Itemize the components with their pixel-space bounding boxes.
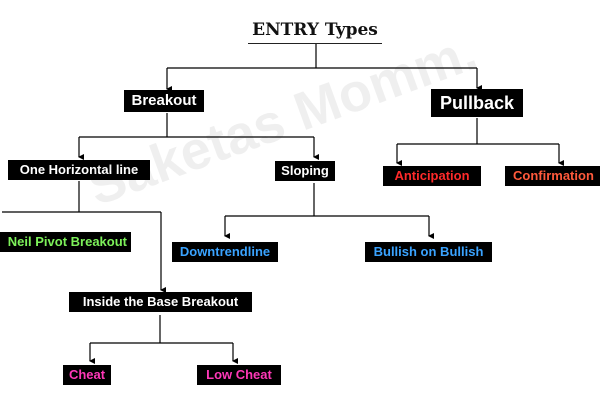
node-neil-pivot-breakout: Neil Pivot Breakout — [0, 232, 131, 252]
diagram-title: ENTRY Types — [246, 18, 384, 44]
node-cheat: Cheat — [63, 365, 111, 385]
node-confirmation: Confirmation — [505, 166, 600, 186]
node-pullback: Pullback — [431, 89, 523, 117]
node-sloping: Sloping — [275, 161, 335, 181]
node-low-cheat: Low Cheat — [197, 365, 281, 385]
node-inside-the-base-breakout: Inside the Base Breakout — [69, 292, 252, 312]
title-underline — [248, 43, 382, 44]
node-downtrendline: Downtrendline — [172, 242, 278, 262]
node-breakout: Breakout — [124, 90, 204, 112]
diagram-title-text: ENTRY Types — [252, 20, 378, 40]
node-anticipation: Anticipation — [383, 166, 481, 186]
node-bullish-on-bullish: Bullish on Bullish — [365, 242, 492, 262]
node-one-horizontal-line: One Horizontal line — [8, 160, 150, 180]
